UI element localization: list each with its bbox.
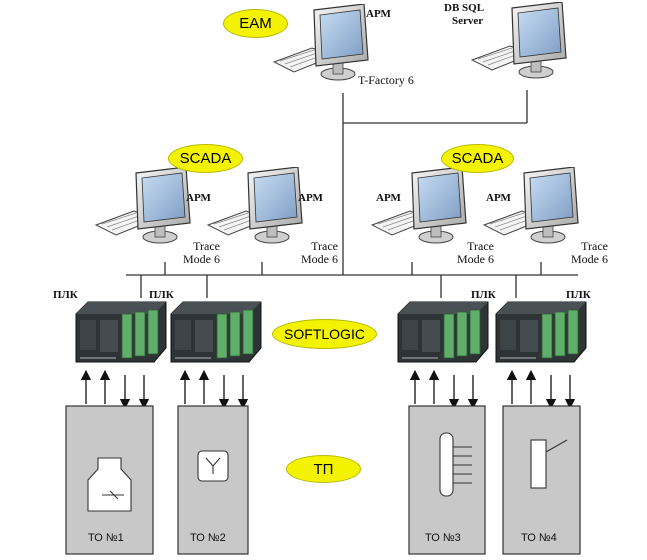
softlogic-oval: SOFTLOGIC — [272, 319, 377, 349]
db-server-workstation-icon — [471, 2, 567, 79]
vessel-heater-icon — [87, 457, 132, 512]
trace-mode-label-4: Trace Mode 6 — [566, 240, 608, 266]
network-lines — [126, 90, 578, 298]
eam-workstation-icon — [273, 4, 369, 81]
arm-label-3: АРМ — [376, 192, 401, 204]
plc-label-4: ПЛК — [566, 289, 591, 301]
plc-2-icon — [170, 301, 262, 363]
trace-line1: Trace — [193, 239, 220, 253]
scada-workstation-4-icon — [483, 167, 579, 244]
plc-label-3: ПЛК — [471, 289, 496, 301]
object-label-4: ТО №4 — [521, 532, 557, 544]
plc-label-1: ПЛК — [53, 289, 78, 301]
tfactory-label: T-Factory 6 — [358, 73, 414, 87]
coil-column-icon — [439, 432, 472, 497]
switch-element-icon — [530, 439, 568, 489]
plc-4-icon — [495, 301, 587, 363]
tp-oval: ТП — [286, 455, 361, 483]
arm-label-4: АРМ — [486, 192, 511, 204]
valve-block-icon — [197, 450, 229, 482]
arm-label-1: АРМ — [186, 192, 211, 204]
trace-mode-label-3: Trace Mode 6 — [452, 240, 494, 266]
db-sql-label: DB SQL — [444, 2, 485, 14]
arm-label-2: АРМ — [298, 192, 323, 204]
plc-1-icon — [75, 301, 167, 363]
trace-line2: Mode 6 — [301, 252, 338, 266]
object-label-2: ТО №2 — [190, 532, 226, 544]
eam-oval: EAM — [223, 9, 288, 38]
scada-workstation-3-icon — [371, 167, 467, 244]
trace-line1: Trace — [581, 239, 608, 253]
scada-left-oval: SCADA — [168, 144, 243, 173]
scada-workstation-1-icon — [95, 167, 191, 244]
db-server-label: Server — [452, 15, 484, 27]
plc-3-icon — [397, 301, 489, 363]
trace-line1: Trace — [311, 239, 338, 253]
trace-mode-label-2: Trace Mode 6 — [296, 240, 338, 266]
trace-line1: Trace — [467, 239, 494, 253]
trace-line2: Mode 6 — [457, 252, 494, 266]
object-label-3: ТО №3 — [425, 532, 461, 544]
io-arrows — [80, 369, 576, 410]
arm-label-eam: АРМ — [366, 8, 391, 20]
scada-workstation-2-icon — [207, 167, 303, 244]
plc-label-2: ПЛК — [149, 289, 174, 301]
scada-right-oval: SCADA — [441, 144, 514, 173]
trace-mode-label-1: Trace Mode 6 — [178, 240, 220, 266]
trace-line2: Mode 6 — [183, 252, 220, 266]
trace-line2: Mode 6 — [571, 252, 608, 266]
object-label-1: ТО №1 — [88, 532, 124, 544]
